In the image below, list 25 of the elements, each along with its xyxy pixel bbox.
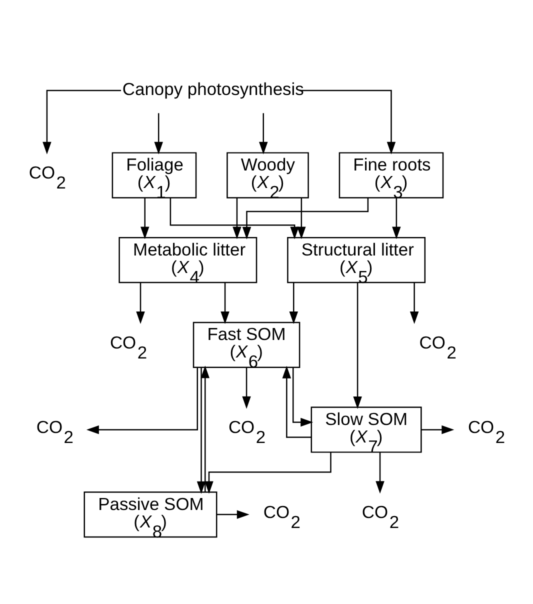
arrow xyxy=(170,197,299,239)
arrow xyxy=(392,198,401,239)
arrow xyxy=(86,367,198,434)
arrow xyxy=(300,89,396,154)
arrow xyxy=(220,282,230,324)
arrow xyxy=(292,367,314,426)
arrow xyxy=(289,282,298,324)
arrow xyxy=(196,366,206,494)
arrow xyxy=(204,452,332,494)
arrow xyxy=(282,365,311,438)
arrow xyxy=(216,510,250,518)
arrow xyxy=(376,452,384,494)
arrow xyxy=(42,89,122,154)
arrow xyxy=(242,367,251,408)
arrow xyxy=(259,112,268,154)
arrow xyxy=(353,282,362,408)
arrow xyxy=(154,112,163,154)
arrow xyxy=(200,365,210,492)
arrow xyxy=(297,198,306,239)
arrow xyxy=(410,282,419,324)
arrow xyxy=(140,198,150,239)
arrow xyxy=(232,198,242,239)
arrow xyxy=(421,424,454,434)
arrow xyxy=(136,282,145,324)
node-text: Canopy photosynthesis xyxy=(122,78,304,99)
